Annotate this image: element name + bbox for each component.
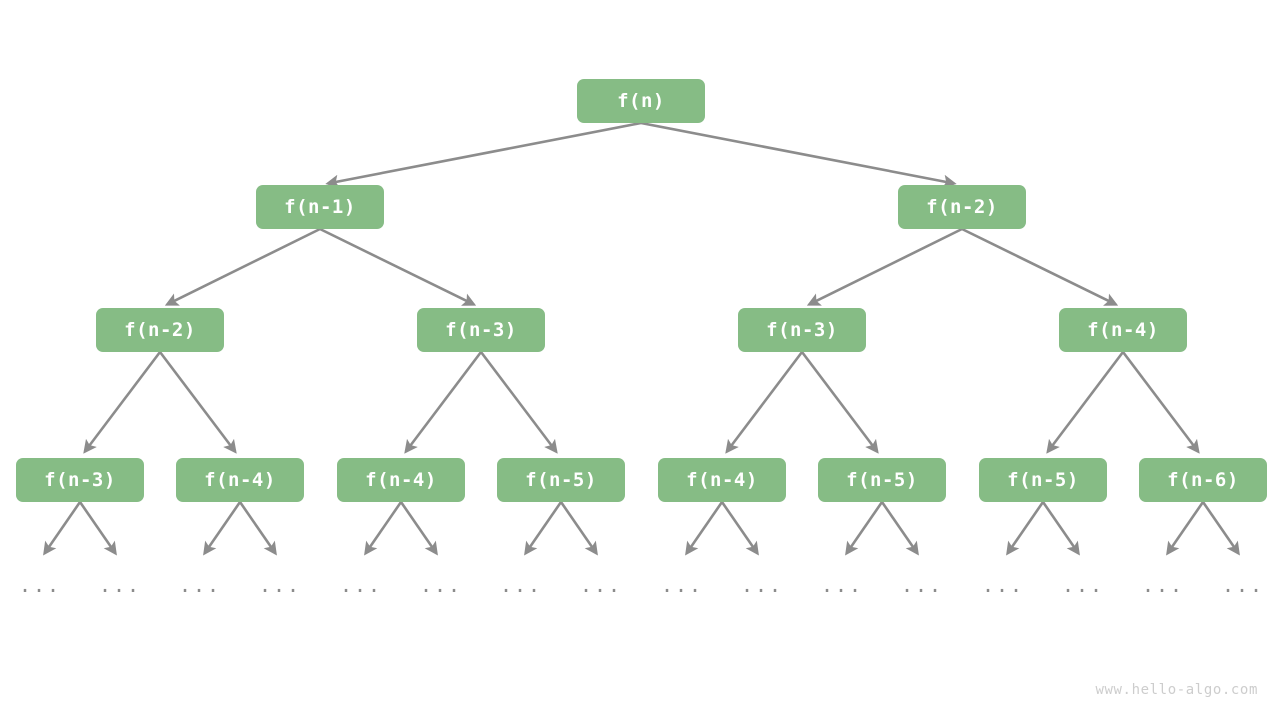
ellipsis-marker: ... <box>740 573 784 597</box>
ellipsis-marker: ... <box>339 573 383 597</box>
tree-node-n5: f(n-3) <box>738 308 866 352</box>
tree-node-n4: f(n-3) <box>417 308 545 352</box>
tree-node-n14: f(n-6) <box>1139 458 1267 502</box>
ellipsis-marker: ... <box>258 573 302 597</box>
ellipsis-marker: ... <box>1221 573 1265 597</box>
ellipsis-marker: ... <box>579 573 623 597</box>
tree-edges <box>83 121 1200 454</box>
tree-node-n8: f(n-4) <box>176 458 304 502</box>
tree-node-n3: f(n-2) <box>96 308 224 352</box>
leaf-stub-edges <box>43 501 1240 556</box>
ellipsis-marker: ... <box>499 573 543 597</box>
ellipsis-marker: ... <box>981 573 1025 597</box>
ellipsis-marker: ... <box>1061 573 1105 597</box>
ellipsis-marker: ... <box>1141 573 1185 597</box>
tree-node-n10: f(n-5) <box>497 458 625 502</box>
tree-node-n6: f(n-4) <box>1059 308 1187 352</box>
tree-node-n0: f(n) <box>577 79 705 123</box>
ellipsis-marker: ... <box>900 573 944 597</box>
ellipsis-marker: ... <box>660 573 704 597</box>
ellipsis-marker: ... <box>18 573 62 597</box>
ellipsis-marker: ... <box>178 573 222 597</box>
ellipsis-marker: ... <box>419 573 463 597</box>
ellipsis-marker: ... <box>98 573 142 597</box>
ellipsis-marker: ... <box>820 573 864 597</box>
tree-node-n13: f(n-5) <box>979 458 1107 502</box>
tree-node-n2: f(n-2) <box>898 185 1026 229</box>
tree-node-n9: f(n-4) <box>337 458 465 502</box>
tree-node-n7: f(n-3) <box>16 458 144 502</box>
watermark: www.hello-algo.com <box>1095 682 1258 698</box>
tree-node-n12: f(n-5) <box>818 458 946 502</box>
tree-node-n1: f(n-1) <box>256 185 384 229</box>
tree-node-n11: f(n-4) <box>658 458 786 502</box>
